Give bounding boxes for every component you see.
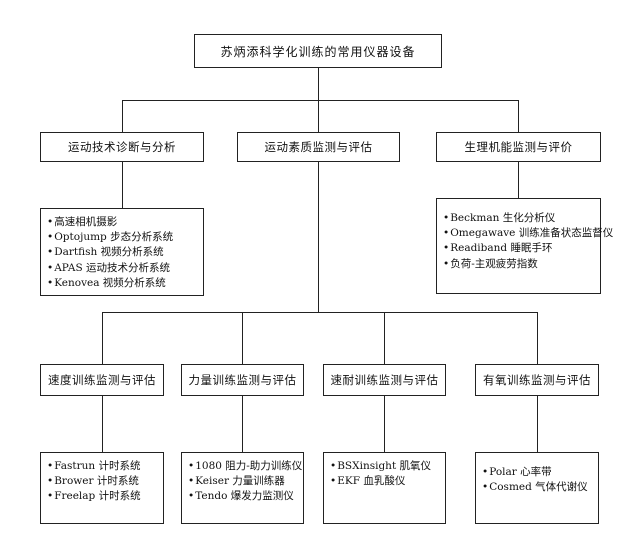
connector xyxy=(102,312,103,364)
subcategory-aerobic-box: 有氧训练监测与评估 xyxy=(475,364,599,396)
list-item: Tendo 爆发力监测仪 xyxy=(188,489,297,504)
connector xyxy=(122,162,123,208)
list-item: 负荷-主观疲劳指数 xyxy=(443,257,594,272)
list-item: Fastrun 计时系统 xyxy=(47,459,157,474)
list-item: Readiband 睡眠手环 xyxy=(443,241,594,256)
connector xyxy=(384,312,385,364)
connector xyxy=(318,162,319,312)
category-fitness-label: 运动素质监测与评估 xyxy=(264,140,373,154)
connector xyxy=(518,162,519,198)
list-item: Beckman 生化分析仪 xyxy=(443,211,594,226)
connector xyxy=(102,312,538,313)
connector xyxy=(102,396,103,452)
subcategory-strength-box: 力量训练监测与评估 xyxy=(181,364,304,396)
connector xyxy=(318,68,319,100)
list-item: Kenovea 视频分析系统 xyxy=(47,276,197,291)
subcategory-speed-endurance-box: 速耐训练监测与评估 xyxy=(323,364,446,396)
aerobic-equipment-list: Polar 心率带 Cosmed 气体代谢仪 xyxy=(475,452,599,524)
root-title: 苏炳添科学化训练的常用仪器设备 xyxy=(220,44,416,59)
connector xyxy=(537,396,538,452)
list-item: Polar 心率带 xyxy=(482,465,592,480)
list-item: EKF 血乳酸仪 xyxy=(330,474,439,489)
strength-equipment-list: 1080 阻力-助力训练仪 Keiser 力量训练器 Tendo 爆发力监测仪 xyxy=(181,452,304,524)
connector xyxy=(122,100,123,132)
connector xyxy=(242,312,243,364)
list-item: Brower 计时系统 xyxy=(47,474,157,489)
subcategory-strength-label: 力量训练监测与评估 xyxy=(188,373,297,387)
connector xyxy=(384,396,385,452)
connector xyxy=(318,100,319,132)
list-item: Freelap 计时系统 xyxy=(47,489,157,504)
subcategory-speed-box: 速度训练监测与评估 xyxy=(40,364,164,396)
category-physiology-box: 生理机能监测与评价 xyxy=(436,132,601,162)
category-technique-box: 运动技术诊断与分析 xyxy=(40,132,204,162)
connector xyxy=(122,100,519,101)
root-box: 苏炳添科学化训练的常用仪器设备 xyxy=(194,34,442,68)
list-item: 高速相机摄影 xyxy=(47,215,197,230)
list-item: Optojump 步态分析系统 xyxy=(47,230,197,245)
list-item: BSXinsight 肌氧仪 xyxy=(330,459,439,474)
connector xyxy=(518,100,519,132)
category-fitness-box: 运动素质监测与评估 xyxy=(237,132,400,162)
list-item: APAS 运动技术分析系统 xyxy=(47,261,197,276)
physiology-equipment-list: Beckman 生化分析仪 Omegawave 训练准备状态监督仪 Readib… xyxy=(436,198,613,294)
category-physiology-label: 生理机能监测与评价 xyxy=(464,140,573,154)
technique-equipment-list: 高速相机摄影 Optojump 步态分析系统 Dartfish 视频分析系统 A… xyxy=(40,208,204,296)
subcategory-speed-endurance-label: 速耐训练监测与评估 xyxy=(330,373,439,387)
category-technique-label: 运动技术诊断与分析 xyxy=(68,140,176,154)
list-item: Dartfish 视频分析系统 xyxy=(47,245,197,260)
speed-equipment-list: Fastrun 计时系统 Brower 计时系统 Freelap 计时系统 xyxy=(40,452,164,524)
subcategory-aerobic-label: 有氧训练监测与评估 xyxy=(483,373,591,387)
speed-endurance-equipment-list: BSXinsight 肌氧仪 EKF 血乳酸仪 xyxy=(323,452,446,524)
connector xyxy=(242,396,243,452)
list-item: 1080 阻力-助力训练仪 xyxy=(188,459,302,474)
list-item: Keiser 力量训练器 xyxy=(188,474,297,489)
list-item: Cosmed 气体代谢仪 xyxy=(482,480,592,495)
list-item: Omegawave 训练准备状态监督仪 xyxy=(443,226,613,241)
connector xyxy=(537,312,538,364)
subcategory-speed-label: 速度训练监测与评估 xyxy=(48,373,156,387)
